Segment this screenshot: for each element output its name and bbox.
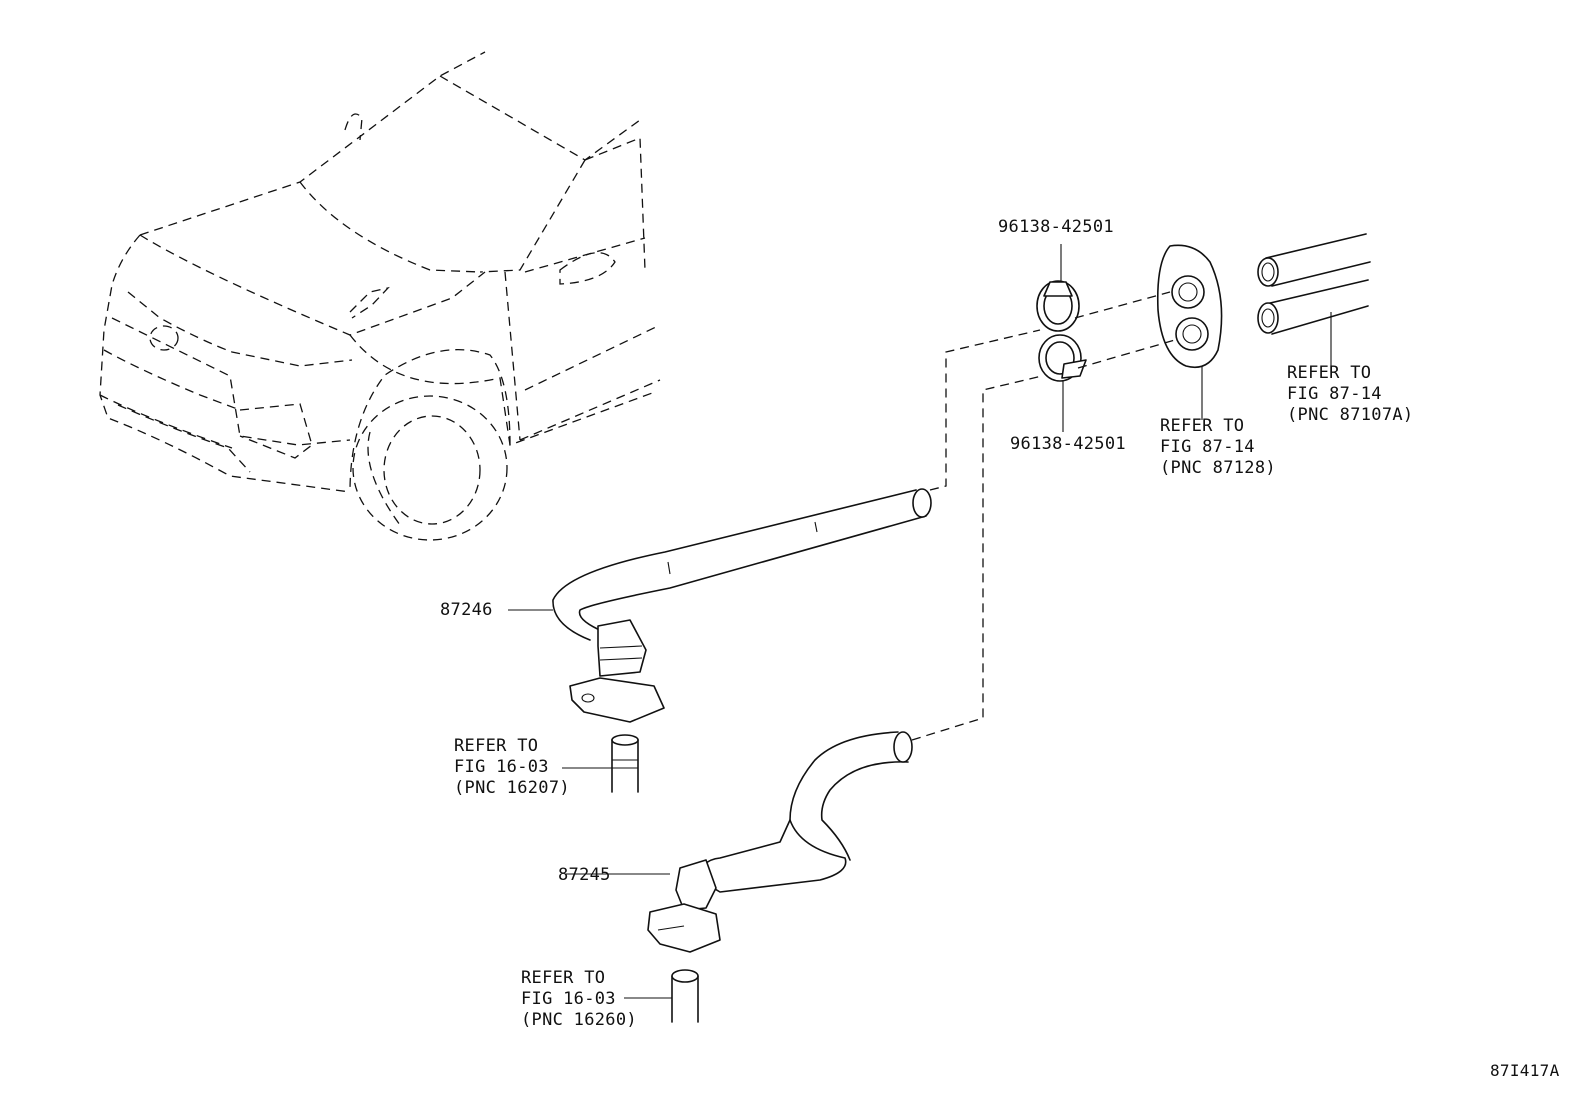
hose-grommet [1156,244,1223,369]
washer-nozzle-16207 [611,734,639,793]
reference-note-16207: REFER TO FIG 16-03 (PNC 16207) [454,736,570,799]
leader-lines [508,244,1332,999]
reference-note-87128: REFER TO FIG 87-14 (PNC 87128) [1160,416,1276,479]
reference-note-87107a: REFER TO FIG 87-14 (PNC 87107A) [1287,363,1413,426]
part-label-clamp-upper: 96138-42501 [998,217,1114,237]
part-label-hose-87246: 87246 [440,600,493,620]
washer-hose-87245 [647,731,913,953]
hose-clamp-lower [1038,334,1087,382]
reference-line: FIG 87-14 [1287,384,1382,404]
connection-lines [911,291,1176,741]
reference-line: FIG 87-14 [1160,437,1255,457]
part-label-clamp-lower: 96138-42501 [1010,434,1126,454]
diagram-id: 87I417A [1490,1061,1560,1080]
hose-clamp-upper [1036,280,1080,332]
reference-note-16260: REFER TO FIG 16-03 (PNC 16260) [521,968,637,1031]
reference-line: (PNC 16260) [521,1010,637,1030]
reference-line: (PNC 16207) [454,778,570,798]
part-label-hose-87245: 87245 [558,865,611,885]
washer-pipes [1257,233,1371,335]
reference-line: FIG 16-03 [521,989,616,1009]
washer-hose-87246 [552,488,932,723]
reference-line: REFER TO [454,736,539,756]
reference-line: REFER TO [1287,363,1372,383]
reference-line: REFER TO [1160,416,1245,436]
reference-line: (PNC 87107A) [1287,405,1414,425]
washer-nozzle-16260 [671,969,699,1023]
vehicle-outline [99,51,661,541]
reference-line: REFER TO [521,968,606,988]
reference-line: (PNC 87128) [1160,458,1276,478]
reference-line: FIG 16-03 [454,757,549,777]
